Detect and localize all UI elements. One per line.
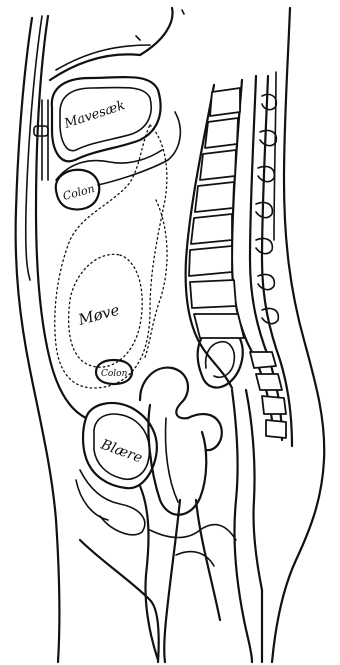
spinous-process bbox=[258, 166, 274, 181]
pubic-bone bbox=[80, 470, 145, 535]
sacral-segment bbox=[250, 352, 276, 368]
rectum-inner bbox=[206, 342, 235, 377]
uterus-body bbox=[148, 405, 206, 515]
colon-lower-label: Colon bbox=[101, 369, 128, 379]
sacral-segment bbox=[256, 374, 282, 390]
abdominal-wall-line bbox=[26, 16, 42, 280]
top-mark bbox=[136, 36, 140, 40]
vertebra bbox=[195, 182, 234, 212]
uterus-outer-dotted bbox=[55, 125, 167, 388]
vertebra bbox=[191, 214, 232, 244]
sacral-segment bbox=[262, 396, 286, 414]
vertebra bbox=[205, 118, 238, 148]
top-mark bbox=[182, 10, 184, 14]
vertebra bbox=[194, 314, 244, 338]
vertebra bbox=[200, 150, 236, 180]
perineum-line bbox=[150, 525, 236, 540]
vertebra bbox=[189, 246, 232, 276]
pelvic-fold-1 bbox=[140, 368, 188, 419]
stomach-label: Mavesæk bbox=[62, 98, 127, 132]
cervix-line bbox=[166, 418, 179, 502]
spinous-process bbox=[256, 238, 272, 253]
spinous-process bbox=[258, 274, 274, 289]
vertebra bbox=[190, 280, 236, 308]
uterus-label: Møve bbox=[75, 301, 121, 329]
back-outline bbox=[272, 8, 324, 662]
vessel-left bbox=[42, 100, 48, 180]
spinous-process bbox=[256, 202, 272, 217]
spinous-process bbox=[262, 308, 278, 323]
colon-upper-label: Colon bbox=[61, 182, 96, 203]
vertebra bbox=[210, 88, 240, 116]
vaginal-canal-back bbox=[196, 500, 220, 620]
pubic-bone-2 bbox=[76, 480, 108, 520]
spinous-process bbox=[260, 130, 276, 145]
diaphragm-curve bbox=[50, 8, 173, 80]
vaginal-canal bbox=[164, 500, 180, 662]
rectal-canal-back bbox=[246, 390, 262, 590]
colon-connection bbox=[56, 150, 162, 180]
vessel-clip bbox=[34, 126, 48, 136]
urethra bbox=[140, 486, 158, 660]
sacral-segment bbox=[266, 420, 286, 438]
spinous-process bbox=[262, 94, 276, 109]
bladder-label: Blære bbox=[98, 436, 145, 466]
rectal-canal bbox=[232, 390, 252, 662]
